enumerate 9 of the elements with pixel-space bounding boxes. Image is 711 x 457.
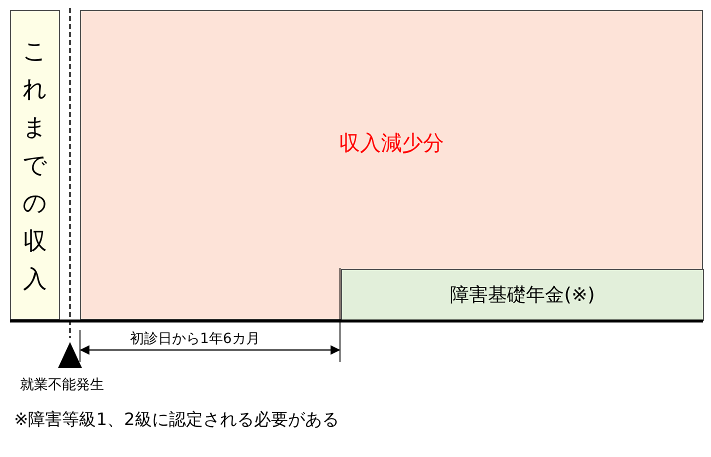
income-box: [10, 10, 60, 320]
pension-box: [341, 269, 704, 321]
shortfall-area: [80, 10, 703, 320]
box-text: 障害基礎年金(※): [450, 283, 595, 308]
event-label: 就業不能発生: [20, 376, 104, 394]
area-text: 収入減少分: [338, 130, 445, 157]
box-text: これまでの収入: [22, 36, 48, 295]
dimension-label: 初診日から1年6カ月: [130, 330, 260, 348]
footnote: ※障害等級1、2級に認定される必要がある: [14, 409, 339, 431]
